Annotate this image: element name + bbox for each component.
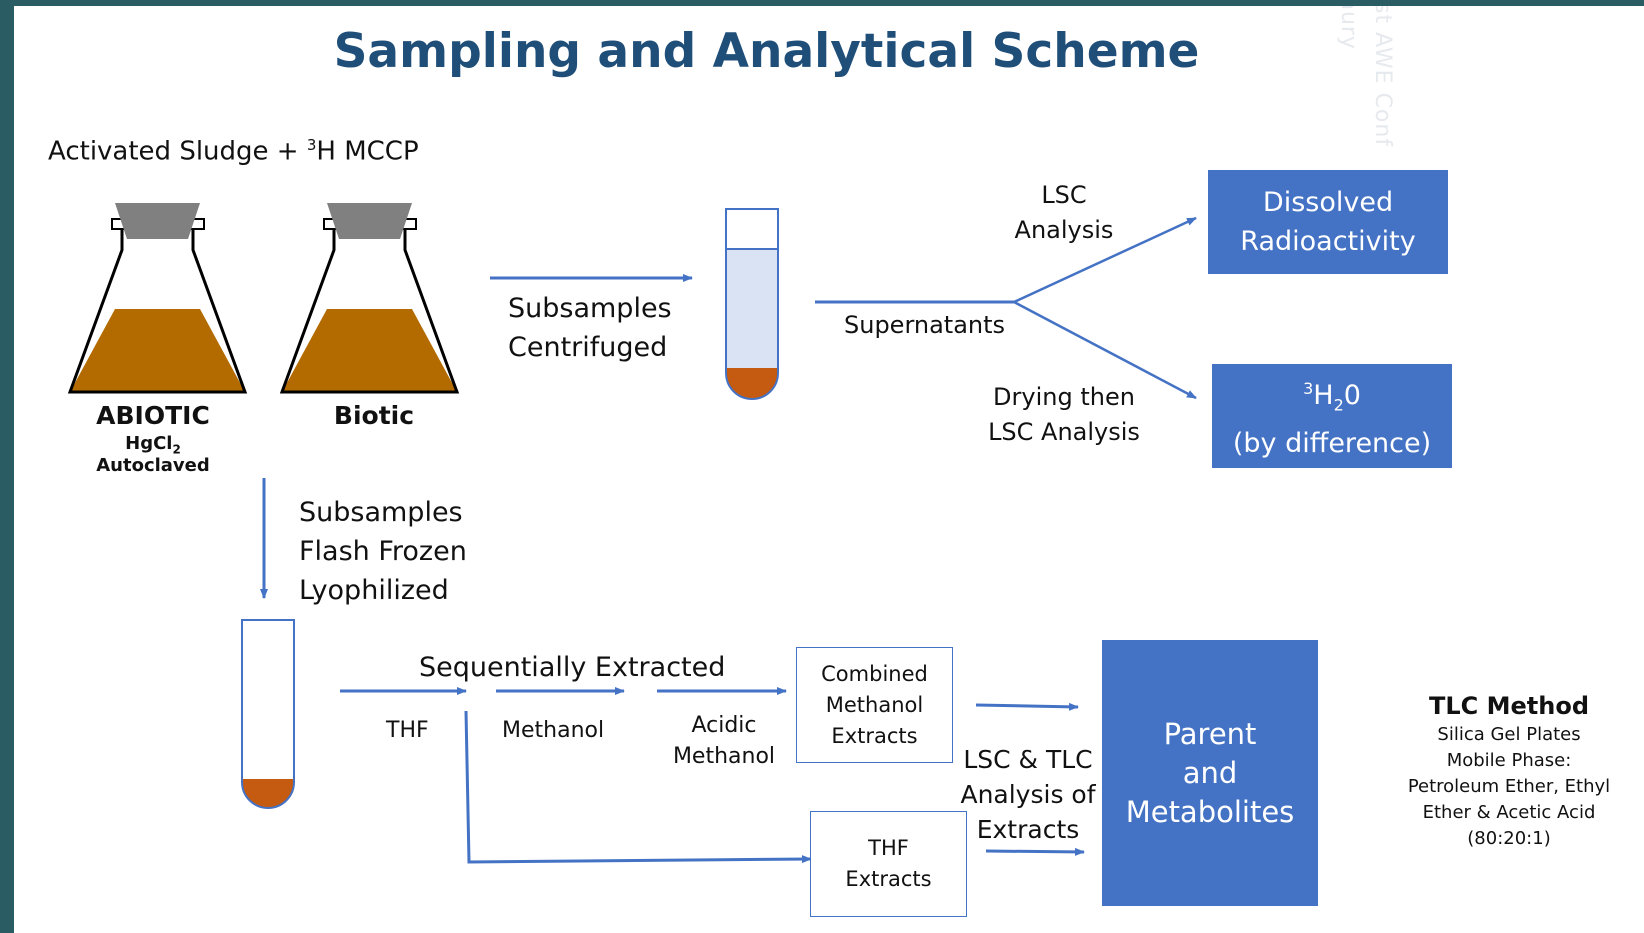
parent-box-line3: Metabolites: [1125, 794, 1295, 829]
arrow-thf-extracts: [464, 710, 812, 864]
water-box-line1: 3H20: [1303, 369, 1361, 424]
arrow-to-water: [1013, 300, 1197, 400]
extracted-label: Sequentially Extracted: [419, 652, 726, 683]
frozen-line1: Subsamples: [299, 497, 463, 528]
dissolved-box-line1: Dissolved: [1262, 187, 1394, 218]
lsc-tlc-line2: Analysis of: [960, 780, 1096, 809]
water-box-line2: (by difference): [1232, 428, 1432, 460]
combined-box-line1: Combined: [821, 661, 928, 686]
biotic-sludge: [282, 309, 457, 392]
abiotic-label: ABIOTIC: [96, 401, 210, 430]
abiotic-sub1-main: HgCl: [125, 433, 173, 454]
lsc-analysis-label: LSC Analysis: [1004, 178, 1124, 248]
biotic-flask: [279, 203, 460, 394]
combined-box-line3: Extracts: [831, 723, 918, 748]
arrow-to-dissolved: [1013, 216, 1197, 304]
lsc-tlc-line1: LSC & TLC: [963, 745, 1093, 774]
centrifuge-liquid: [726, 249, 778, 368]
drying-label: Drying then LSC Analysis: [984, 380, 1144, 450]
solvent-acidic-line2: Methanol: [672, 744, 776, 769]
frozen-label: Subsamples Flash Frozen Lyophilized: [299, 493, 467, 610]
parent-box-line2: and: [1182, 755, 1238, 790]
tlc-line3: Petroleum Ether, Ethyl: [1407, 776, 1611, 797]
watermark-a: nury: [1336, 6, 1361, 50]
slide: Sampling and Analytical Scheme nury st A…: [14, 6, 1644, 933]
lyophilized-pellet: [242, 779, 294, 808]
diagram-graphics: [67, 203, 1197, 864]
thf-box-line2: Extracts: [845, 867, 932, 891]
abiotic-sludge: [70, 309, 245, 392]
thf-box-line1: THF: [868, 836, 909, 860]
parent-metabolites-box: Parent and Metabolites: [1102, 640, 1318, 906]
supernatants-label: Supernatants: [844, 311, 1006, 339]
water-o: 0: [1343, 379, 1361, 411]
tlc-title: TLC Method: [1428, 692, 1590, 720]
centrifuge-label: Subsamples Centrifuged: [508, 289, 672, 367]
sludge-label: Activated Sludge + 3H MCCP: [48, 136, 419, 167]
solvent-thf: THF: [386, 718, 429, 743]
lsc-tlc-label: LSC & TLC Analysis of Extracts: [958, 742, 1098, 847]
solvent-acidic-methanol: Acidic Methanol: [664, 710, 784, 772]
centrifuge-outline: [725, 208, 779, 400]
combined-box-line2: Methanol: [825, 692, 924, 717]
lsc-tlc-line3: Extracts: [976, 815, 1080, 844]
lsc-analysis-line1: LSC: [1041, 181, 1087, 209]
solvent-acidic-line1: Acidic: [691, 713, 757, 738]
tlc-line5: (80:20:1): [1467, 828, 1551, 849]
abiotic-sub2: Autoclaved: [96, 455, 210, 476]
combined-methanol-extracts-box: Combined Methanol Extracts: [796, 647, 953, 763]
centrifuge-tube: [725, 208, 779, 400]
abiotic-stopper: [115, 203, 200, 239]
biotic-label: Biotic: [333, 401, 415, 430]
dissolved-radioactivity-box: Dissolved Radioactivity: [1208, 170, 1448, 274]
arrow-combined-to-parent: [975, 702, 1079, 711]
tlc-line2: Mobile Phase:: [1446, 750, 1572, 771]
water-h: H: [1313, 379, 1334, 411]
arrow-thf-to-parent: [985, 847, 1085, 856]
frozen-line3: Lyophilized: [299, 575, 449, 606]
centrifuge-label-line1: Subsamples: [508, 293, 672, 324]
sludge-label-prefix: Activated Sludge +: [48, 136, 307, 167]
thf-extracts-box: THF Extracts: [810, 811, 967, 917]
frozen-line2: Flash Frozen: [299, 536, 467, 567]
drying-line2: LSC Analysis: [988, 418, 1140, 446]
tritiated-water-box: 3H20 (by difference): [1212, 364, 1452, 468]
centrifuge-label-line2: Centrifuged: [508, 332, 668, 363]
page-title: Sampling and Analytical Scheme: [333, 24, 1200, 79]
centrifuge-pellet: [726, 368, 778, 399]
water-sup: 3: [1303, 378, 1314, 398]
biotic-stopper: [327, 203, 412, 239]
watermark-b: st AWE Conf: [1370, 6, 1395, 148]
sludge-label-sup: 3: [306, 136, 317, 154]
sludge-label-suffix: H MCCP: [316, 136, 419, 167]
biotic-flask-outline: [279, 230, 460, 394]
abiotic-flask: [67, 203, 248, 394]
lyophilized-outline: [241, 619, 295, 809]
abiotic-sub1-sub: 2: [172, 442, 181, 457]
parent-box-line1: Parent: [1163, 716, 1257, 751]
solvent-methanol: Methanol: [502, 718, 605, 743]
abiotic-sub1: HgCl2: [58, 433, 248, 457]
abiotic-flask-outline: [67, 230, 248, 394]
water-sub: 2: [1333, 395, 1344, 415]
tlc-line4: Ether & Acetic Acid: [1422, 802, 1596, 823]
tlc-line1: Silica Gel Plates: [1437, 724, 1581, 745]
drying-line1: Drying then: [993, 383, 1135, 411]
tlc-method: TLC Method Silica Gel Plates Mobile Phas…: [1404, 690, 1614, 852]
dissolved-box-line2: Radioactivity: [1240, 226, 1416, 257]
lsc-analysis-line2: Analysis: [1014, 216, 1114, 244]
lyophilized-tube: [241, 619, 295, 809]
